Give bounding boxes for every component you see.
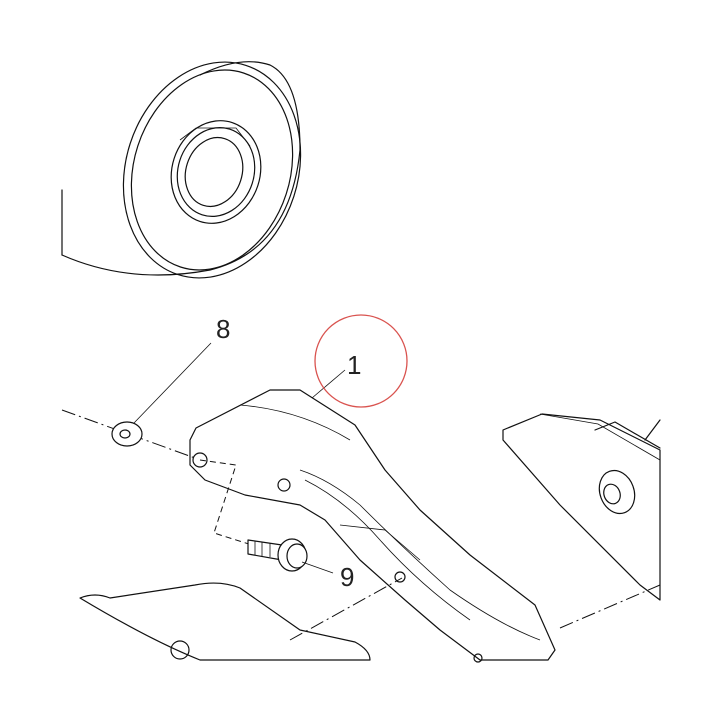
washer: [111, 421, 143, 447]
bearing-housing: [61, 61, 302, 279]
lower-left-plate: [79, 582, 371, 661]
bolt: [247, 538, 308, 572]
alignment-axes: [61, 409, 661, 641]
callout-8: 8: [216, 314, 230, 344]
channel-bracket: [502, 413, 661, 601]
callout-9: 9: [340, 562, 354, 592]
lever-bracket: [189, 389, 556, 663]
highlight-circle: [314, 314, 408, 408]
callout-1: 1: [347, 350, 361, 380]
leader-lines: [133, 342, 346, 574]
